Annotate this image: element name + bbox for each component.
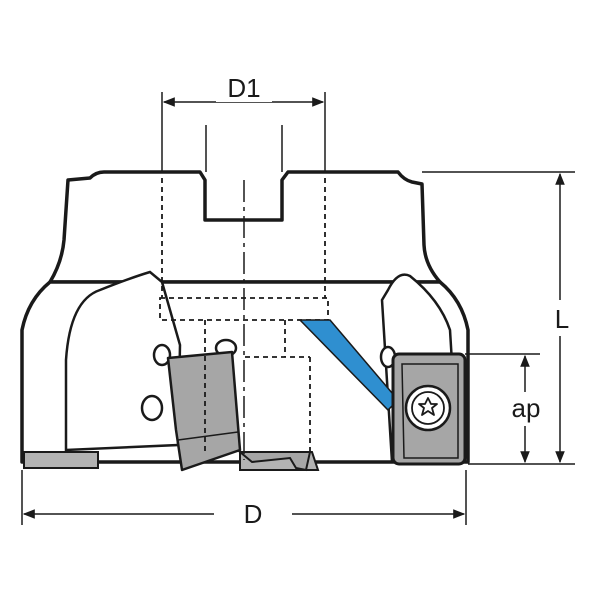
label-d: D (244, 499, 263, 529)
dimension-d1: D1 (161, 72, 326, 172)
dimension-d: D (21, 470, 467, 529)
dimension-ap: ap (465, 353, 541, 464)
left-hole-upper (152, 343, 172, 367)
left-insert (166, 350, 242, 472)
left-insert-facet (177, 431, 239, 441)
left-hole-lower (140, 394, 164, 422)
label-d1: D1 (227, 73, 260, 103)
label-l: L (555, 304, 569, 334)
torx-screw-icon (404, 384, 452, 432)
bottom-face (23, 451, 99, 469)
label-ap: ap (512, 393, 541, 423)
dimension-l: L (422, 171, 575, 465)
cutter-hub-outline (48, 170, 442, 284)
